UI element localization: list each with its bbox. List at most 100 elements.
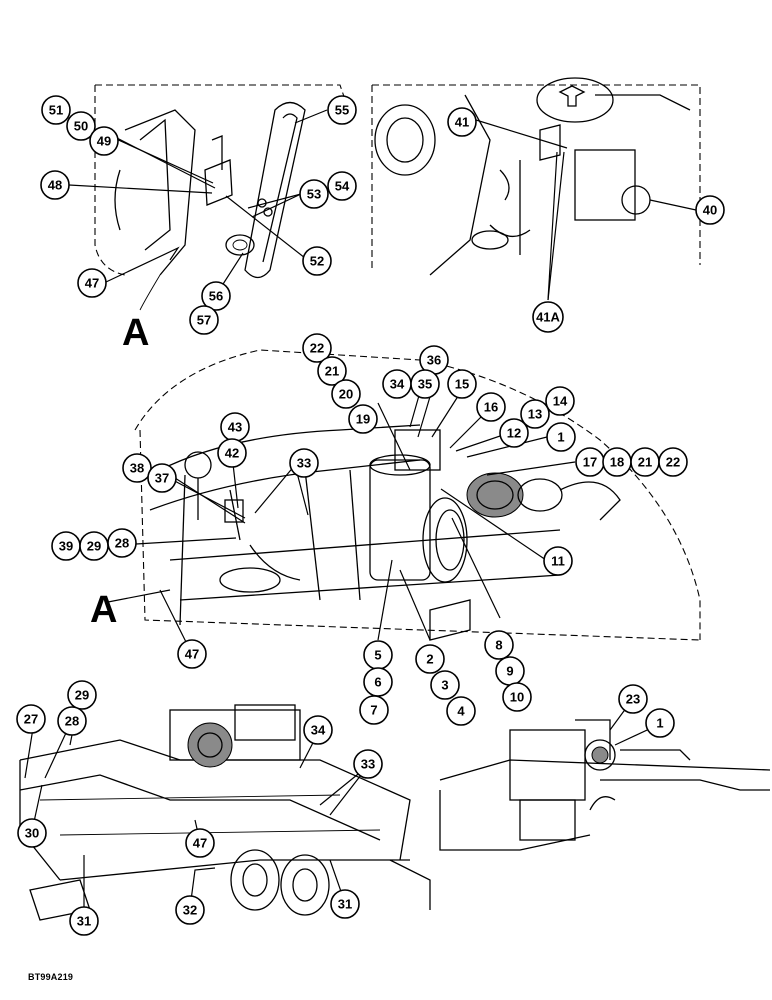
svg-text:47: 47 [193, 836, 207, 851]
callout-12: 12 [499, 418, 529, 448]
svg-text:1: 1 [557, 430, 564, 445]
callout-52: 52 [302, 246, 332, 276]
svg-text:36: 36 [427, 353, 441, 368]
callout-51: 51 [41, 95, 71, 125]
svg-text:28: 28 [115, 536, 129, 551]
callout-48: 48 [40, 170, 70, 200]
svg-text:21: 21 [325, 364, 339, 379]
callout-31-left: 31 [69, 906, 99, 936]
svg-text:3: 3 [441, 678, 448, 693]
center-assembly-artwork [134, 349, 701, 641]
svg-text:2: 2 [426, 652, 433, 667]
callout-49: 49 [89, 126, 119, 156]
callout-balloons: 51 50 49 48 47 55 53 54 52 56 57 41 40 4… [16, 95, 725, 936]
callout-53: 53 [299, 179, 329, 209]
reference-letter-a-middle: A [90, 589, 117, 631]
callout-47: 47 [77, 268, 107, 298]
reference-letter-a-top: A [122, 312, 149, 354]
callout-14: 14 [545, 386, 575, 416]
svg-text:9: 9 [506, 664, 513, 679]
svg-text:42: 42 [225, 446, 239, 461]
callout-27: 27 [16, 704, 46, 734]
callout-21-top: 21 [317, 356, 347, 386]
svg-text:50: 50 [74, 119, 88, 134]
svg-text:27: 27 [24, 712, 38, 727]
svg-text:39: 39 [59, 539, 73, 554]
callout-55: 55 [327, 95, 357, 125]
svg-text:5: 5 [374, 648, 381, 663]
callout-29-bottom: 29 [67, 680, 97, 710]
svg-text:7: 7 [370, 703, 377, 718]
svg-text:35: 35 [418, 377, 432, 392]
callout-17: 17 [575, 447, 605, 477]
callout-9: 9 [495, 656, 525, 686]
svg-text:29: 29 [75, 688, 89, 703]
svg-text:54: 54 [335, 179, 350, 194]
svg-text:16: 16 [484, 400, 498, 415]
callout-20: 20 [331, 379, 361, 409]
svg-text:12: 12 [507, 426, 521, 441]
callout-32: 32 [175, 895, 205, 925]
svg-text:1: 1 [656, 716, 663, 731]
callout-56: 56 [201, 281, 231, 311]
svg-text:15: 15 [455, 377, 469, 392]
callout-47-bottom: 47 [185, 828, 215, 858]
callout-47-middle: 47 [177, 639, 207, 669]
svg-text:8: 8 [495, 638, 502, 653]
callout-2: 2 [415, 644, 445, 674]
svg-text:22: 22 [310, 341, 324, 356]
callout-13: 13 [520, 399, 550, 429]
callout-41a: 41A [532, 301, 564, 333]
svg-text:18: 18 [610, 455, 624, 470]
callout-38: 38 [122, 453, 152, 483]
figure-id: BT99A219 [28, 972, 74, 982]
svg-text:33: 33 [297, 456, 311, 471]
callout-54: 54 [327, 171, 357, 201]
callout-8: 8 [484, 630, 514, 660]
svg-text:6: 6 [374, 675, 381, 690]
callout-23: 23 [618, 684, 648, 714]
svg-text:38: 38 [130, 461, 144, 476]
svg-text:21: 21 [638, 455, 652, 470]
svg-text:41: 41 [455, 115, 469, 130]
inset-latch-artwork [94, 84, 353, 311]
svg-text:49: 49 [97, 134, 111, 149]
svg-text:52: 52 [310, 254, 324, 269]
svg-text:57: 57 [197, 313, 211, 328]
planter-artwork [19, 704, 431, 921]
svg-text:34: 34 [390, 377, 405, 392]
callout-28-bottom: 28 [57, 706, 87, 736]
svg-text:55: 55 [335, 103, 349, 118]
callout-40: 40 [695, 195, 725, 225]
callout-3: 3 [430, 670, 460, 700]
callout-30: 30 [17, 818, 47, 848]
callout-31-right: 31 [330, 889, 360, 919]
svg-text:37: 37 [155, 471, 169, 486]
callout-57: 57 [189, 305, 219, 335]
svg-text:34: 34 [311, 723, 326, 738]
callout-43: 43 [220, 412, 250, 442]
callout-6: 6 [363, 667, 393, 697]
svg-text:31: 31 [77, 914, 91, 929]
callout-10: 10 [502, 682, 532, 712]
svg-text:33: 33 [361, 757, 375, 772]
svg-text:48: 48 [48, 178, 62, 193]
svg-text:47: 47 [85, 276, 99, 291]
callout-39: 39 [51, 531, 81, 561]
svg-text:13: 13 [528, 407, 542, 422]
callout-5: 5 [363, 640, 393, 670]
callout-34-middle: 34 [382, 369, 412, 399]
callout-16: 16 [476, 392, 506, 422]
callout-21-right: 21 [630, 447, 660, 477]
callout-37: 37 [147, 463, 177, 493]
callout-1-bottom: 1 [645, 708, 675, 738]
svg-text:43: 43 [228, 420, 242, 435]
svg-text:51: 51 [49, 103, 63, 118]
callout-15: 15 [447, 369, 477, 399]
svg-text:11: 11 [551, 554, 565, 569]
svg-text:53: 53 [307, 187, 321, 202]
callout-1-middle: 1 [546, 422, 576, 452]
callout-11: 11 [543, 546, 573, 576]
svg-text:14: 14 [553, 394, 568, 409]
